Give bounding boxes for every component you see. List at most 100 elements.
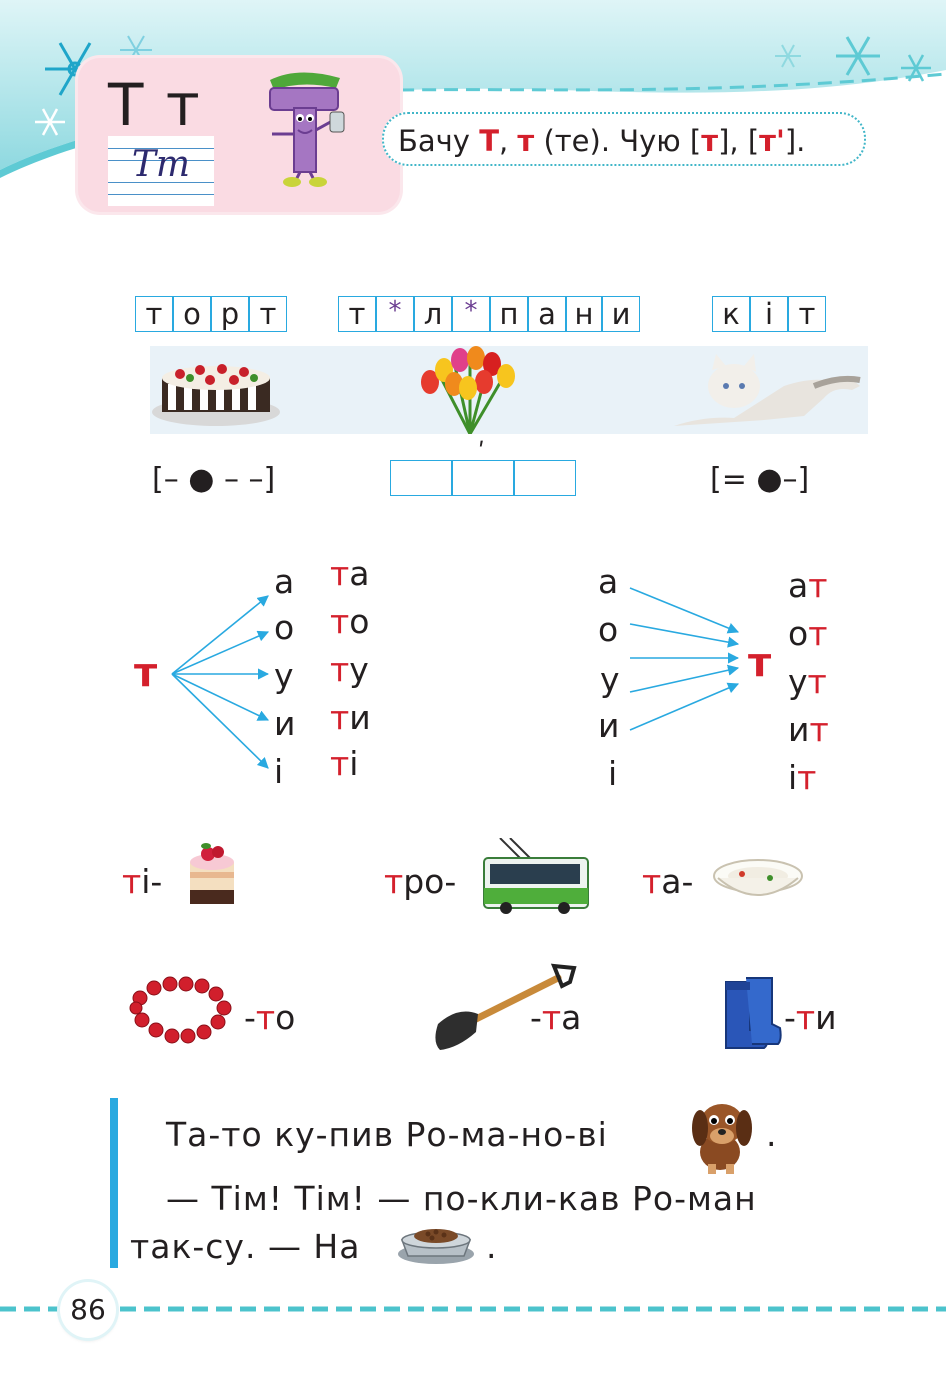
rebus-rest: о <box>275 998 296 1037</box>
syllable-yt: ит <box>788 710 829 750</box>
syllable-vowel: у <box>349 650 369 689</box>
rebus-word-end: -та <box>530 998 581 1038</box>
syllable-ta: та <box>330 554 369 594</box>
syllable-at: ат <box>788 566 827 606</box>
cat-picture <box>674 354 861 426</box>
letter-cell: і <box>750 296 788 332</box>
missing-letter-cell[interactable]: * <box>376 296 414 332</box>
syllable-vowel: а <box>788 566 809 605</box>
rebus-red-letter: т <box>541 998 562 1037</box>
letter-cell: т <box>249 296 287 332</box>
beads-icon <box>129 976 232 1044</box>
handwriting-box <box>108 136 214 206</box>
stress-mark: ʹ <box>478 438 485 466</box>
rebus-red-letter: т <box>795 998 816 1037</box>
vowel: и <box>274 704 296 743</box>
syllable-arrows <box>171 587 740 769</box>
vowel: и <box>598 706 620 745</box>
vowel: у <box>600 660 620 699</box>
rebus-red-letter: т <box>642 862 662 901</box>
rebus-dash: - <box>530 998 542 1037</box>
rebus-red-letter: т <box>122 862 142 901</box>
sound-scheme-tort: [– ● – –] <box>152 462 276 497</box>
syllable-to: то <box>330 602 369 642</box>
shovel-icon <box>435 963 577 1050</box>
letter-cell: и <box>602 296 640 332</box>
rebus-rest: а- <box>661 862 694 901</box>
letter-t-character-icon <box>269 72 345 187</box>
rebus-dash: - <box>784 998 796 1037</box>
rebus-word-end: -то <box>244 998 295 1038</box>
letter-cell: п <box>490 296 528 332</box>
snowflake-icon <box>775 44 801 68</box>
boots-icon <box>725 977 782 1049</box>
syllable-vowel: о <box>788 614 809 653</box>
vowel: о <box>598 610 619 649</box>
syllable-it: іт <box>788 758 816 798</box>
rebus-word-start: тро- <box>384 862 456 902</box>
syllable-vowel: а <box>349 554 370 593</box>
vowel: о <box>274 608 295 647</box>
syllable-tu: ту <box>330 650 369 690</box>
bubble-text: , <box>498 124 518 158</box>
syllable-consonant: т <box>330 744 350 783</box>
syllable-ot: от <box>788 614 827 654</box>
rebus-word-start: ті- <box>122 862 162 902</box>
sound-statement-bubble: Бачу Т, т (те). Чую [т], [т']. <box>382 112 866 166</box>
syllable-consonant: т <box>330 650 350 689</box>
missing-letter-cell[interactable]: * <box>452 296 490 332</box>
syllable-vowel: и <box>788 710 810 749</box>
syllable-vowel: о <box>349 602 370 641</box>
bubble-hard-sound: т <box>701 124 719 158</box>
bubble-text: (те). Чую [ <box>534 124 702 158</box>
letter-cell: т <box>135 296 173 332</box>
syllable-vowel: у <box>788 662 808 701</box>
scheme-cell[interactable] <box>390 460 452 496</box>
dog-bowl-icon <box>398 1229 474 1264</box>
syllable-consonant: т <box>797 758 817 797</box>
letter-cell: к <box>712 296 750 332</box>
syllable-consonant: т <box>809 710 829 749</box>
trolleybus-icon <box>483 838 589 914</box>
bubble-soft-sound: т' <box>759 124 785 158</box>
rebus-red-letter: т <box>255 998 276 1037</box>
letter-cell: н <box>566 296 602 332</box>
syllable-vowel: и <box>349 698 371 737</box>
letter-cell: т <box>338 296 376 332</box>
rebus-rest: ро- <box>403 862 457 901</box>
rebus-word-end: -ти <box>784 998 837 1038</box>
cake-icon <box>190 843 234 904</box>
rebus-dash: - <box>244 998 256 1037</box>
vowel: а <box>274 562 295 601</box>
syllable-ti: ті <box>330 744 358 784</box>
syllable-consonant: т <box>807 662 827 701</box>
bubble-text: ], [ <box>718 124 760 158</box>
letter-cell: о <box>173 296 211 332</box>
letter-cell: а <box>528 296 566 332</box>
syllable-consonant: т <box>808 614 828 653</box>
rebus-rest: и <box>815 998 837 1037</box>
vowel: у <box>274 656 294 695</box>
syllable-consonant: т <box>330 602 350 641</box>
rebus-rest: і- <box>141 862 163 901</box>
scheme-cell[interactable] <box>452 460 514 496</box>
reading-marker-bar <box>110 1098 118 1268</box>
letter-cell: р <box>211 296 249 332</box>
big-upper-letter: Т <box>108 71 146 139</box>
vowel: а <box>598 562 619 601</box>
snowflake-icon <box>901 54 931 82</box>
footer-dashed-line <box>0 1306 946 1312</box>
reading-line-3: так-су. — На <box>130 1227 361 1266</box>
syllable-vowel: і <box>788 758 798 797</box>
syllable-consonant: т <box>330 554 350 593</box>
syllable-ut: ут <box>788 662 827 702</box>
sound-scheme-kit: [= ●–] <box>710 462 810 497</box>
vowel: і <box>274 752 284 791</box>
rebus-rest: а <box>561 998 582 1037</box>
tulips-picture <box>421 346 515 434</box>
scheme-cell[interactable] <box>514 460 576 496</box>
syllable-vowel: і <box>349 744 359 783</box>
reading-line-1: Та-то ку-пив Ро-ма-но-ві <box>166 1115 608 1154</box>
syllable-consonant: т <box>808 566 828 605</box>
letter-cell: л <box>414 296 452 332</box>
